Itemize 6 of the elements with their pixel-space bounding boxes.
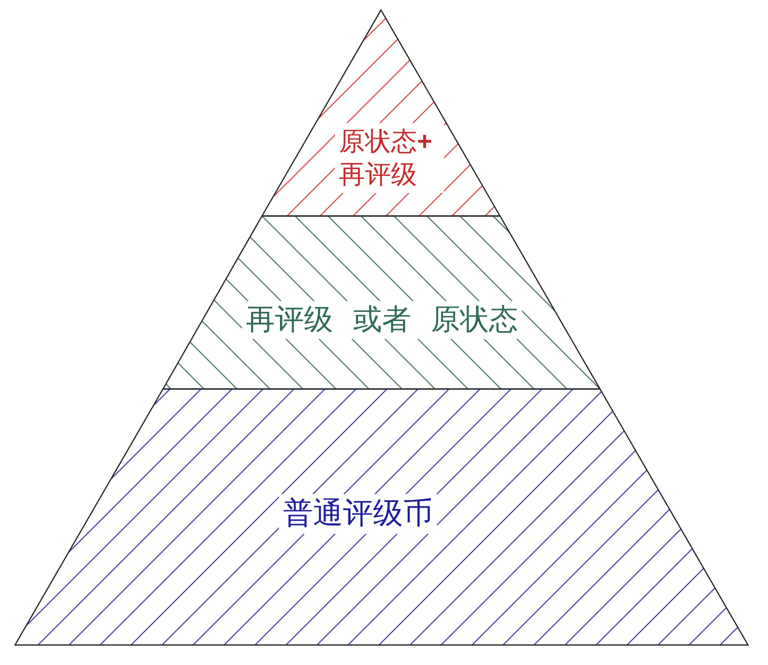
tier-label: 再评级 或者 原状态 [242, 301, 522, 339]
tier-label: 普通评级币 [279, 494, 437, 534]
tier-label: 原状态+再评级 [335, 123, 444, 193]
pyramid-tier [163, 216, 600, 389]
pyramid-tier [15, 389, 748, 645]
pyramid-tier [262, 10, 500, 216]
